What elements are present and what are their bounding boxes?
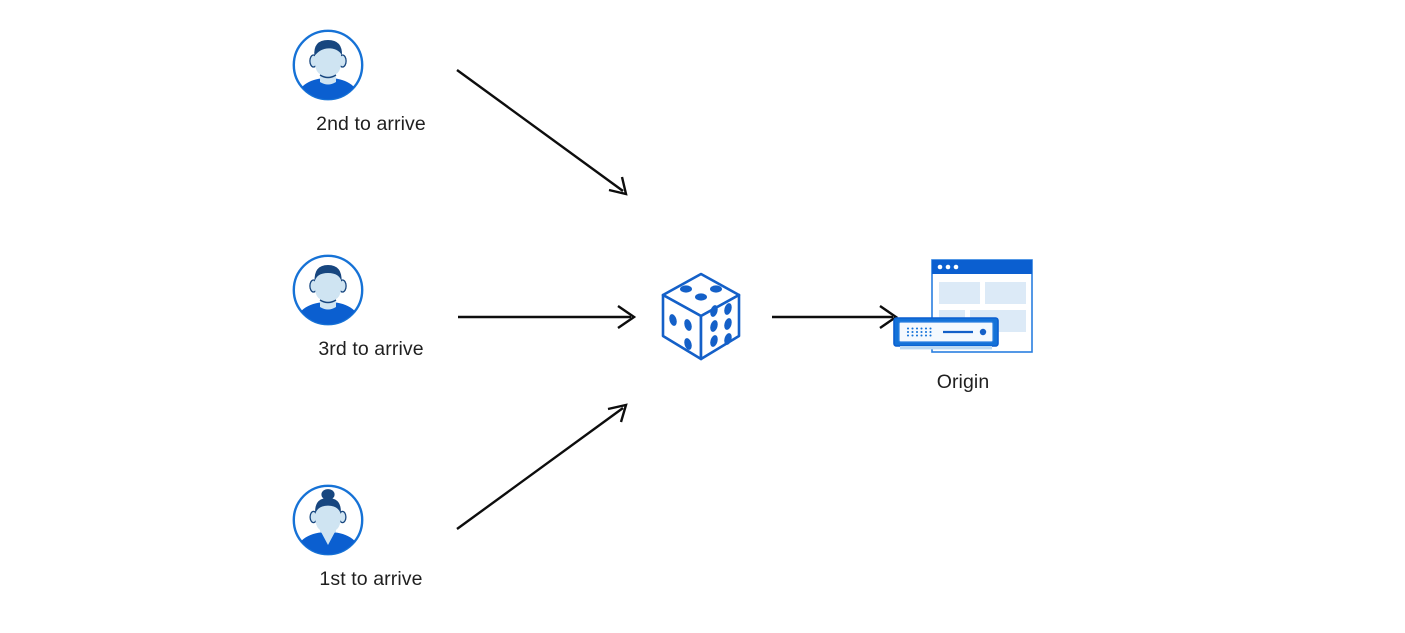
user-label-first: 1st to arrive bbox=[319, 568, 423, 590]
user-label-second: 2nd to arrive bbox=[316, 113, 426, 135]
user-node-third[interactable]: 3rd to arrive bbox=[291, 253, 451, 361]
arrow-first-to-dice bbox=[456, 403, 628, 530]
arrow-second-to-dice bbox=[456, 69, 628, 196]
user-avatar-icon bbox=[291, 253, 451, 327]
arrow-third-to-dice bbox=[458, 305, 637, 329]
origin-server-icon bbox=[853, 256, 1073, 361]
user-avatar-icon bbox=[291, 28, 451, 102]
dice-icon bbox=[655, 268, 747, 366]
server-device bbox=[893, 317, 999, 350]
user-avatar-icon bbox=[291, 483, 451, 557]
dice-node[interactable] bbox=[655, 268, 747, 366]
origin-node[interactable]: Origin bbox=[853, 256, 1073, 394]
origin-label: Origin bbox=[936, 371, 990, 393]
user-node-second[interactable]: 2nd to arrive bbox=[291, 28, 451, 136]
user-node-first[interactable]: 1st to arrive bbox=[291, 483, 451, 591]
user-label-third: 3rd to arrive bbox=[318, 338, 424, 360]
